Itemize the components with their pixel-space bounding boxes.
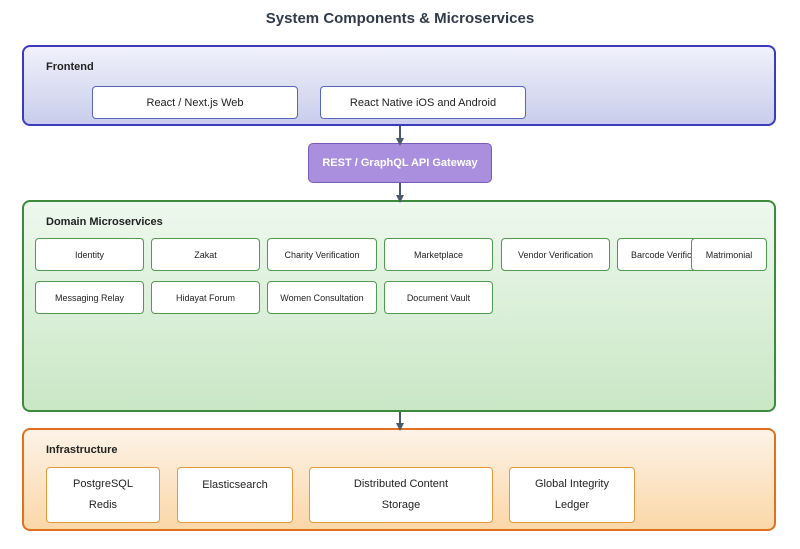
frontend-web-box: React / Next.js Web (92, 86, 298, 119)
frontend-mobile-box: React Native iOS and Android (320, 86, 526, 119)
infra-elasticsearch-box: Elasticsearch (177, 467, 293, 523)
infrastructure-layer: Infrastructure PostgreSQL Redis Elastics… (22, 428, 776, 531)
service-vendor-verification-box: Vendor Verification (501, 238, 610, 271)
infra-postgresql-redis-box: PostgreSQL Redis (46, 467, 160, 523)
service-marketplace-box: Marketplace (384, 238, 493, 271)
service-zakat-box: Zakat (151, 238, 260, 271)
api-gateway-box: REST / GraphQL API Gateway (308, 143, 492, 183)
frontend-layer-label: Frontend (46, 61, 94, 73)
infrastructure-layer-label: Infrastructure (46, 444, 118, 456)
service-messaging-relay-box: Messaging Relay (35, 281, 144, 314)
service-matrimonial-box: Matrimonial (691, 238, 767, 271)
service-charity-verification-box: Charity Verification (267, 238, 377, 271)
frontend-layer: Frontend React / Next.js Web React Nativ… (22, 45, 776, 126)
domain-layer-label: Domain Microservices (46, 216, 163, 228)
domain-microservices-layer: Domain Microservices Identity Zakat Char… (22, 200, 776, 412)
infra-distributed-storage-box: Distributed Content Storage (309, 467, 493, 523)
service-document-vault-box: Document Vault (384, 281, 493, 314)
service-hidayat-forum-box: Hidayat Forum (151, 281, 260, 314)
service-women-consultation-box: Women Consultation (267, 281, 377, 314)
diagram-title: System Components & Microservices (265, 10, 535, 27)
service-identity-box: Identity (35, 238, 144, 271)
infra-integrity-ledger-box: Global Integrity Ledger (509, 467, 635, 523)
